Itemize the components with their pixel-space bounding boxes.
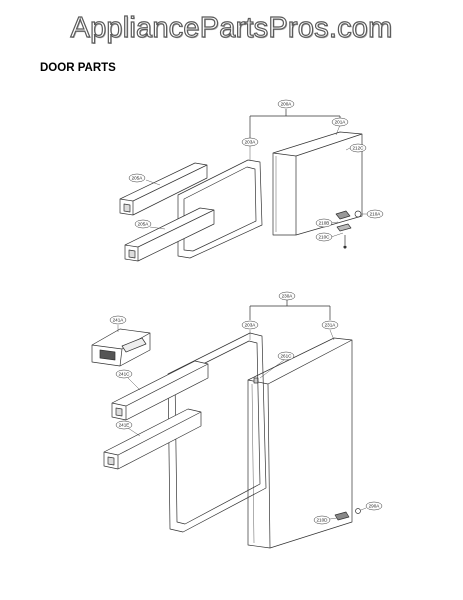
callout-241e: 241E	[115, 420, 133, 430]
callout-230a: 230A	[278, 291, 296, 301]
callout-210c-text: 210C	[319, 235, 331, 240]
callout-230a-text: 230A	[282, 294, 294, 299]
callout-241c: 241C	[115, 369, 133, 379]
callout-205a-top-text: 205A	[132, 176, 144, 181]
upper-basket-top	[119, 162, 208, 216]
callout-201a: 201A	[331, 117, 349, 127]
upper-door-gasket	[177, 159, 263, 259]
section-title: DOOR PARTS	[40, 62, 116, 74]
callout-231a-text: 231A	[325, 323, 337, 328]
callout-203a-upper: 203A	[241, 137, 259, 147]
callout-231a: 231A	[321, 320, 339, 330]
upper-hinge-parts	[335, 210, 362, 249]
callout-210a-text: 210A	[370, 212, 382, 217]
lower-door-panel	[247, 337, 353, 549]
callout-210a: 210A	[366, 209, 384, 219]
callout-200a: 200A	[277, 99, 295, 109]
callout-205a-top: 205A	[128, 173, 146, 183]
callout-205a-bottom-text: 205A	[138, 222, 150, 227]
upper-door-panel	[272, 131, 363, 236]
callout-290a-text: 290A	[369, 504, 381, 509]
callout-241e-text: 241E	[119, 423, 130, 428]
callout-210b: 210B	[315, 218, 333, 228]
callout-210c: 210C	[315, 232, 333, 242]
callout-210d-text: 210D	[317, 518, 329, 523]
callout-200a-text: 200A	[281, 102, 293, 107]
lower-basket-bottom	[103, 408, 202, 470]
callout-210d: 210D	[313, 515, 331, 525]
callout-290a: 290A	[365, 501, 383, 511]
lower-assembly-bracket	[249, 300, 331, 320]
callout-201a-text: 201A	[335, 120, 347, 125]
upper-assembly-bracket	[249, 109, 341, 138]
callout-203a-upper-text: 203A	[245, 140, 257, 145]
lower-dairy-bin	[91, 328, 151, 367]
watermark-logo: AppliancePartsPros.com	[70, 11, 393, 44]
callout-212c-text: 212C	[353, 146, 365, 151]
callout-203a-lower: 203A	[241, 320, 259, 330]
lower-basket-top	[111, 360, 209, 421]
callout-241c-text: 241C	[119, 372, 131, 377]
callout-203a-lower-text: 203A	[245, 323, 257, 328]
callout-212c: 212C	[349, 143, 367, 153]
callout-241a-text: 241A	[113, 318, 125, 323]
lower-hinge-parts	[334, 508, 361, 521]
callout-labels: 200A 201A 212C 203A 205A 205A 210A 210B …	[109, 99, 384, 525]
callout-205a-bottom: 205A	[134, 219, 152, 229]
lower-leader-lines	[117, 325, 367, 520]
callout-241a: 241A	[109, 315, 127, 325]
upper-basket-bottom	[124, 207, 215, 262]
callout-261c: 261C	[277, 351, 295, 361]
callout-210b-text: 210B	[319, 221, 330, 226]
callout-261c-text: 261C	[281, 354, 293, 359]
